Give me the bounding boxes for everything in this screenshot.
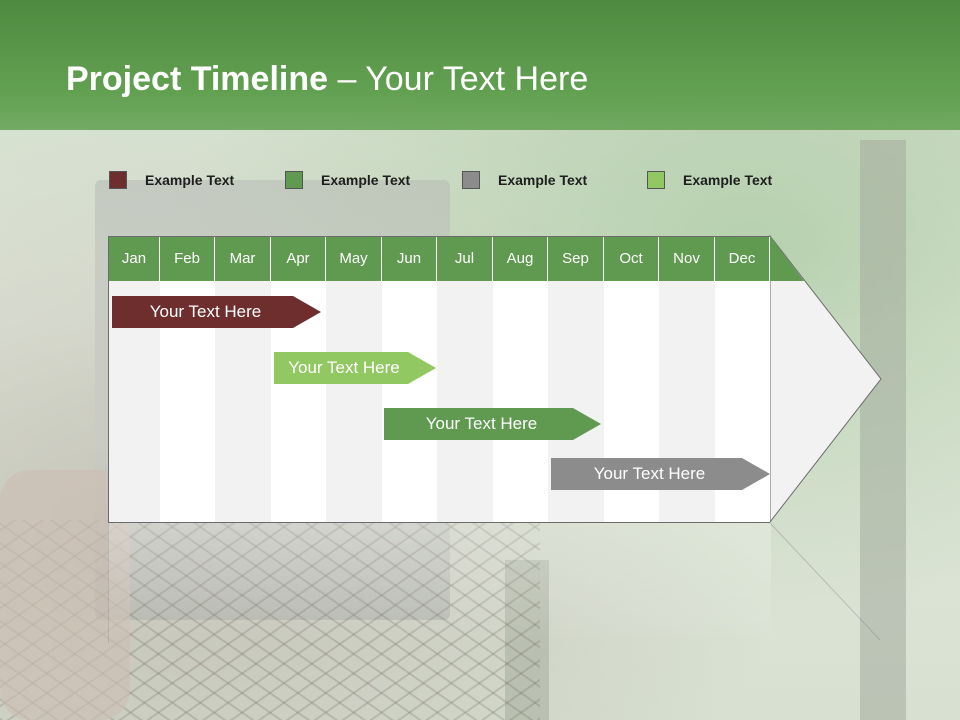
month-column	[437, 281, 494, 522]
legend-label: Example Text	[498, 172, 588, 188]
month-feb: Feb	[160, 237, 215, 281]
background-post	[505, 560, 549, 720]
month-nov: Nov	[659, 237, 715, 281]
task-bar[interactable]: Your Text Here	[274, 352, 436, 384]
timeline-arrow-header-tip	[770, 236, 804, 281]
month-mar: Mar	[215, 237, 271, 281]
task-bar-label: Your Text Here	[593, 464, 706, 483]
timeline-arrow-reflection	[769, 522, 881, 641]
legend-swatch	[109, 171, 127, 189]
slide-title-rest: – Your Text Here	[328, 60, 589, 98]
month-dec: Dec	[715, 237, 770, 281]
legend-label: Example Text	[683, 172, 773, 188]
task-bar-label: Your Text Here	[425, 414, 538, 433]
slide-title: Project Timeline – Your Text Here	[66, 60, 588, 99]
task-bar-label: Your Text Here	[288, 358, 400, 377]
month-apr: Apr	[271, 237, 326, 281]
month-aug: Aug	[493, 237, 548, 281]
month-sep: Sep	[548, 237, 604, 281]
slide-title-bold: Project Timeline	[66, 60, 329, 98]
month-oct: Oct	[604, 237, 659, 281]
title-banner: Project Timeline – Your Text Here	[0, 0, 960, 130]
legend-label: Example Text	[145, 172, 235, 188]
month-may: May	[326, 237, 382, 281]
timeline-reflection	[108, 523, 771, 643]
month-jul: Jul	[437, 237, 493, 281]
task-bar[interactable]: Your Text Here	[551, 458, 770, 490]
task-bar[interactable]: Your Text Here	[384, 408, 601, 440]
month-jan: Jan	[109, 237, 160, 281]
month-column	[382, 281, 438, 522]
month-jun: Jun	[382, 237, 437, 281]
legend-label: Example Text	[321, 172, 411, 188]
legend-swatch	[285, 171, 303, 189]
legend-swatch	[462, 171, 480, 189]
task-bar[interactable]: Your Text Here	[112, 296, 321, 328]
task-bar-label: Your Text Here	[149, 302, 262, 321]
month-column	[493, 281, 549, 522]
month-column	[326, 281, 383, 522]
background-post	[860, 140, 906, 720]
legend-swatch	[647, 171, 665, 189]
timeline-arrow-head	[769, 234, 882, 524]
